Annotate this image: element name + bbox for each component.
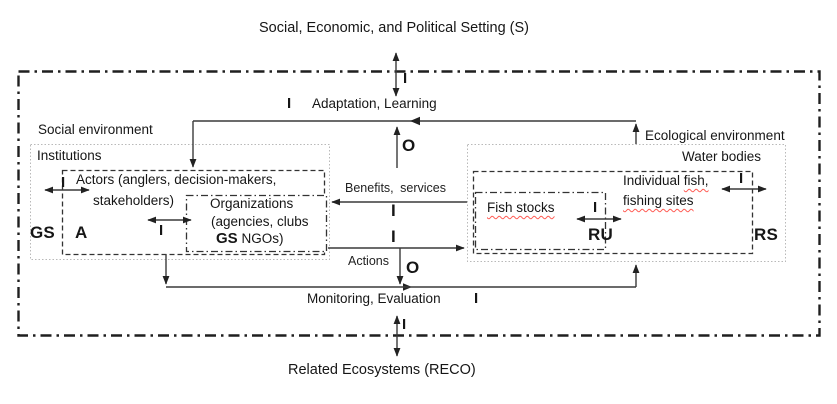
a-label: A xyxy=(75,223,88,242)
monitoring-input-letter: I xyxy=(474,290,479,307)
related-ecosystems-label: Related Ecosystems (RECO) xyxy=(288,362,476,378)
fishstocks-input-letter: I xyxy=(593,199,598,216)
actions-label: Actions xyxy=(348,254,389,268)
organizations-label-line3: GS NGOs) xyxy=(216,230,284,248)
actors-label-line1: Actors (anglers, decision-makers, xyxy=(76,172,277,187)
organizations-gs-label: GS xyxy=(216,230,238,247)
sites-input-letter: I xyxy=(739,170,744,187)
output-letter-bottom: O xyxy=(406,258,420,277)
actors-input-letter: I xyxy=(61,174,66,191)
individual-fish-box xyxy=(472,170,754,255)
individual-fish-label-line1: Individual fish, xyxy=(623,173,709,189)
rs-label: RS xyxy=(754,225,779,244)
actors-label-line2: stakeholders) xyxy=(93,193,175,208)
adaptation-learning-label: Adaptation, Learning xyxy=(312,96,437,111)
center-input-letter-1: I xyxy=(391,201,396,220)
institutions-box xyxy=(30,144,330,260)
output-letter-top: O xyxy=(402,136,416,155)
system-boundary-box xyxy=(17,70,821,337)
fish-stocks-label: Fish stocks xyxy=(487,200,555,215)
ru-label: RU xyxy=(588,225,613,244)
adaptation-input-letter: I xyxy=(287,95,292,112)
institutions-label: Institutions xyxy=(37,148,102,163)
social-environment-label: Social environment xyxy=(38,122,153,137)
top-setting-label: Social, Economic, and Political Setting … xyxy=(259,20,529,36)
ecological-environment-label: Ecological environment xyxy=(645,128,785,143)
water-bodies-box xyxy=(467,144,786,262)
organizations-label-line1: Organizations xyxy=(210,196,294,211)
adaptation-left-arrowhead xyxy=(410,116,420,126)
center-input-letter-2: I xyxy=(391,227,396,246)
organizations-box xyxy=(185,194,328,253)
bottom-input-letter: I xyxy=(402,316,407,333)
organizations-label-line2: (agencies, clubs xyxy=(211,214,309,229)
actors-organizations-input-letter: I xyxy=(159,222,164,239)
water-bodies-label: Water bodies xyxy=(682,149,762,164)
monitoring-evaluation-label: Monitoring, Evaluation xyxy=(307,291,441,306)
top-input-letter: I xyxy=(403,70,408,87)
benefits-services-label: Benefits, services xyxy=(345,181,446,195)
organizations-ngos-label: NGOs) xyxy=(237,231,284,246)
individual-word: Individual xyxy=(623,173,684,188)
individual-fish-label-line2: fishing sites xyxy=(623,193,694,208)
gs-label-left: GS xyxy=(30,223,55,242)
individual-fish-word: fish, xyxy=(683,173,709,188)
